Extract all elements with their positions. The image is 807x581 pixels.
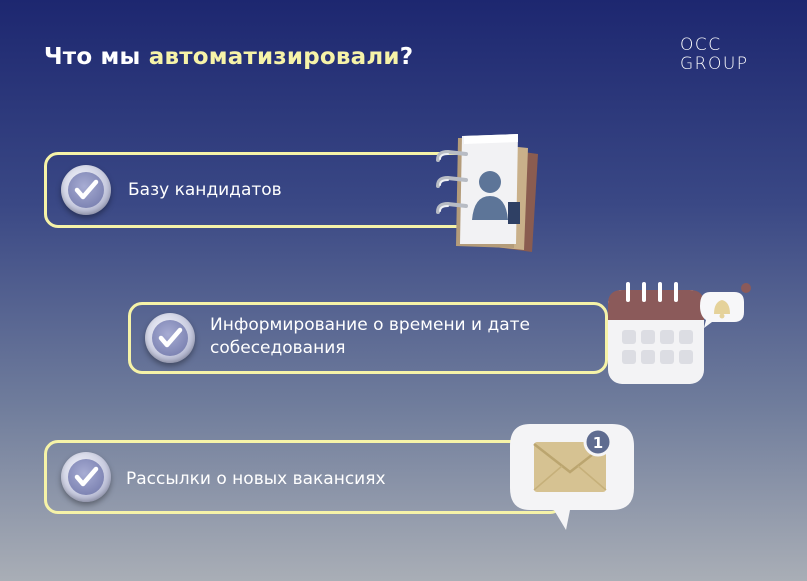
checkmark-icon [145, 313, 195, 363]
logo-line-1: OCC [680, 35, 722, 55]
occ-group-logo: OCC GROUP [680, 36, 749, 74]
title-highlight: автоматизировали [148, 44, 400, 70]
feature-card-vacancy-mailing: Рассылки о новых вакансиях [44, 440, 564, 514]
title-prefix: Что мы [44, 44, 149, 70]
checkmark-icon [61, 452, 111, 502]
feature-label-line-2: собеседования [210, 338, 346, 358]
title-suffix: ? [399, 44, 414, 70]
feature-card-interview-notification: Информирование о времени и дате собеседо… [128, 302, 608, 374]
feature-label: Рассылки о новых вакансиях [126, 469, 386, 489]
feature-label-line-1: Информирование о времени и дате [210, 315, 530, 335]
notebook-contact-icon [436, 134, 538, 252]
feature-label: Базу кандидатов [128, 180, 282, 200]
logo-line-2: GROUP [680, 54, 749, 74]
page-title: Что мы автоматизировали? [44, 44, 413, 70]
calendar-notification-icon [608, 282, 751, 384]
mail-badge-count: 1 [593, 434, 603, 452]
mail-notification-icon: 1 [510, 424, 634, 530]
checkmark-icon [61, 165, 111, 215]
feature-card-candidates: Базу кандидатов [44, 152, 474, 228]
feature-label: Информирование о времени и дате собеседо… [210, 314, 530, 360]
